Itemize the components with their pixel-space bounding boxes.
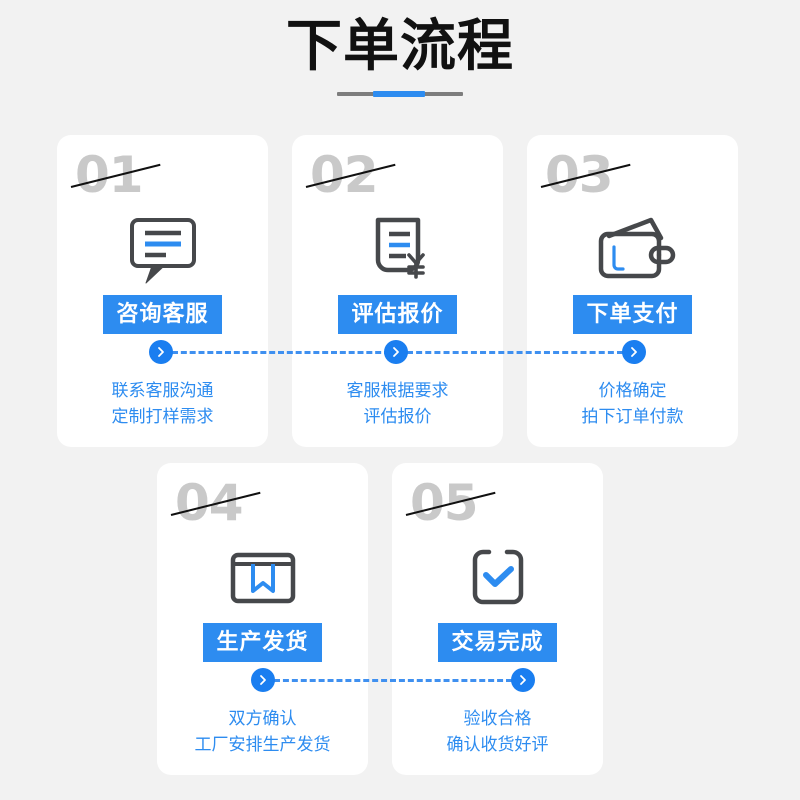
step-desc-line2-04: 工厂安排生产发货 (194, 735, 331, 754)
step-desc-line1-02: 客服根据要求 (346, 381, 449, 400)
step-desc-line2-02: 评估报价 (363, 407, 432, 426)
checkbox-check-icon (472, 549, 523, 605)
step-card-03[interactable]: 03 下单支付 价格确定 拍下订单付款 (527, 135, 738, 447)
step-desc-line2-05: 确认收货好评 (446, 735, 549, 754)
step-desc-line1-05: 验收合格 (463, 709, 532, 728)
step-badge-04[interactable]: 生产发货 (203, 623, 322, 662)
step-desc-01: 联系客服沟通 定制打样需求 (57, 378, 268, 430)
step-desc-line1-01: 联系客服沟通 (111, 381, 214, 400)
step-badge-wrap-04: 生产发货 (157, 623, 368, 662)
step-badge-wrap-01: 咨询客服 (57, 295, 268, 334)
title-underline (337, 91, 463, 97)
step-card-04[interactable]: 04 生产发货 双方确认 工厂安排生产发货 (157, 463, 368, 775)
step-badge-05[interactable]: 交易完成 (438, 623, 557, 662)
step-number-03: 03 (540, 146, 651, 209)
chat-bubble-icon (129, 218, 196, 284)
step-desc-04: 双方确认 工厂安排生产发货 (157, 706, 368, 758)
step-card-05[interactable]: 05 交易完成 验收合格 确认收货好评 (392, 463, 603, 775)
step-number-digits: 01 (75, 146, 144, 204)
step-desc-line1-04: 双方确认 (228, 709, 297, 728)
step-icon-wrap-03 (527, 207, 738, 293)
page-title: 下单流程 (286, 14, 514, 77)
step-number-digits: 03 (545, 146, 614, 204)
step-desc-line2-03: 拍下订单付款 (581, 407, 684, 426)
step-card-02[interactable]: 02 评估报 (292, 135, 503, 447)
package-box-icon (230, 552, 295, 604)
step-number-01: 01 (70, 146, 181, 209)
wallet-icon (598, 217, 675, 279)
step-row-2: 04 生产发货 双方确认 工厂安排生产发货 05 (157, 463, 603, 775)
step-badge-01[interactable]: 咨询客服 (103, 295, 222, 334)
header: 下单流程 (0, 14, 800, 97)
title-underline-accent (373, 91, 425, 97)
step-number-digits: 02 (310, 146, 379, 204)
step-desc-03: 价格确定 拍下订单付款 (527, 378, 738, 430)
step-badge-wrap-03: 下单支付 (527, 295, 738, 334)
step-badge-02[interactable]: 评估报价 (338, 295, 457, 334)
step-icon-wrap-02 (292, 207, 503, 293)
step-badge-03[interactable]: 下单支付 (573, 295, 692, 334)
step-icon-wrap-01 (57, 207, 268, 293)
step-icon-wrap-04 (157, 535, 368, 621)
step-number-digits: 05 (410, 474, 479, 532)
step-desc-02: 客服根据要求 评估报价 (292, 378, 503, 430)
step-badge-wrap-02: 评估报价 (292, 295, 503, 334)
step-row-1: 01 咨询客服 联系客服沟通 定制打样需求 (57, 135, 738, 447)
step-badge-wrap-05: 交易完成 (392, 623, 603, 662)
step-number-02: 02 (305, 146, 416, 209)
step-number-digits: 04 (175, 474, 244, 532)
step-desc-05: 验收合格 确认收货好评 (392, 706, 603, 758)
step-number-05: 05 (405, 474, 516, 537)
step-icon-wrap-05 (392, 535, 603, 621)
step-card-01[interactable]: 01 咨询客服 联系客服沟通 定制打样需求 (57, 135, 268, 447)
step-desc-line1-03: 价格确定 (598, 381, 667, 400)
step-number-04: 04 (170, 474, 281, 537)
step-desc-line2-01: 定制打样需求 (111, 407, 214, 426)
invoice-document-yen-icon (375, 217, 425, 279)
